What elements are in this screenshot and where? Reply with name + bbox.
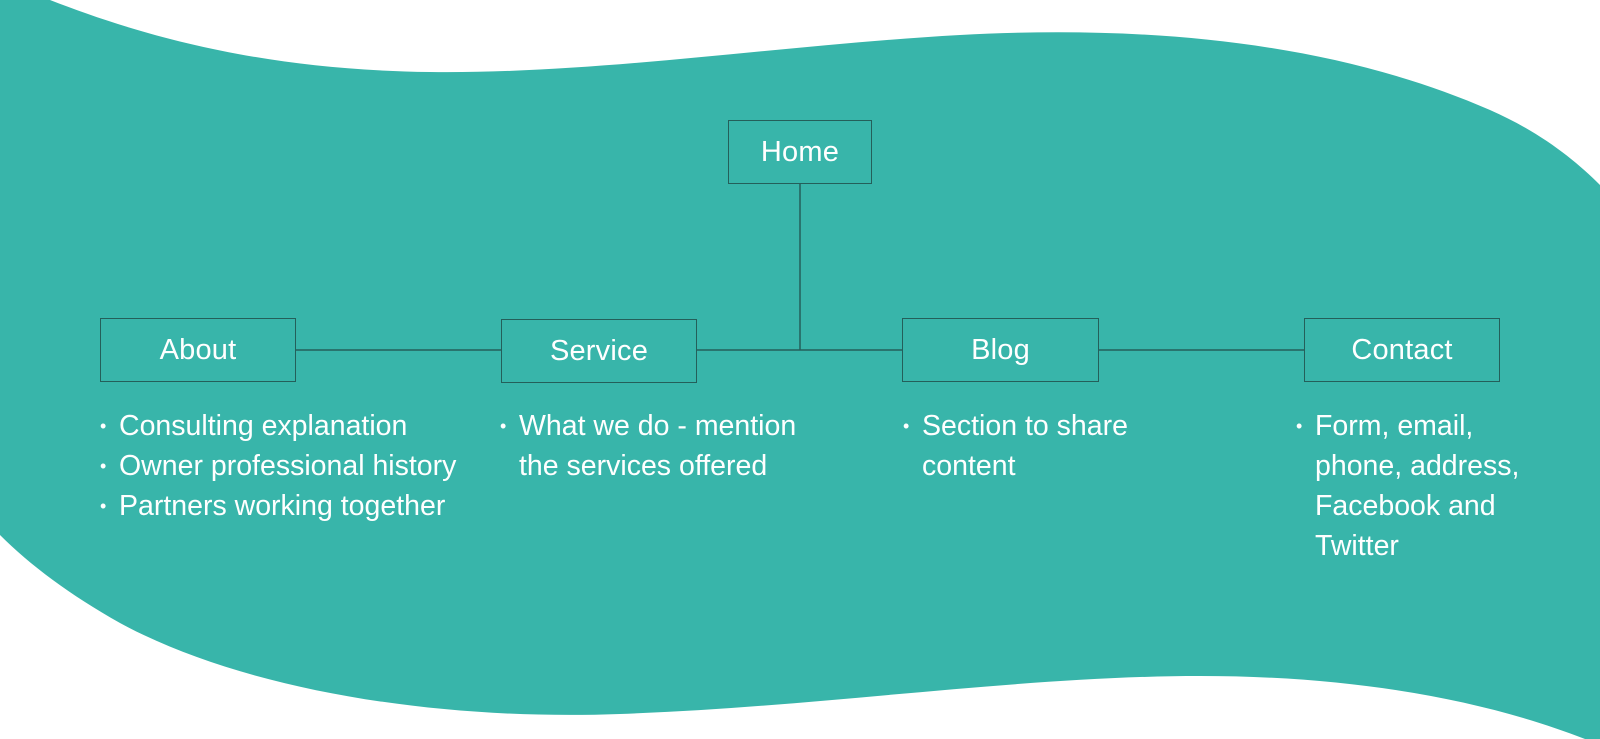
service-detail-item: What we do - mention the services offere… xyxy=(500,406,830,486)
blog-node: Blog xyxy=(902,318,1099,382)
blog-details-list: Section to share content xyxy=(903,406,1188,486)
service-details-list: What we do - mention the services offere… xyxy=(500,406,830,486)
about-detail-item: Consulting explanation xyxy=(100,406,475,446)
about-detail-item: Partners working together xyxy=(100,486,475,526)
home-node: Home xyxy=(728,120,872,184)
contact-detail-item: Form, email, phone, address, Facebook an… xyxy=(1296,406,1556,566)
about-details-list: Consulting explanation Owner professiona… xyxy=(100,406,475,526)
about-detail-item: Owner professional history xyxy=(100,446,475,486)
contact-details-list: Form, email, phone, address, Facebook an… xyxy=(1296,406,1556,566)
about-node: About xyxy=(100,318,296,382)
service-node: Service xyxy=(501,319,697,383)
contact-node: Contact xyxy=(1304,318,1500,382)
blog-detail-item: Section to share content xyxy=(903,406,1188,486)
